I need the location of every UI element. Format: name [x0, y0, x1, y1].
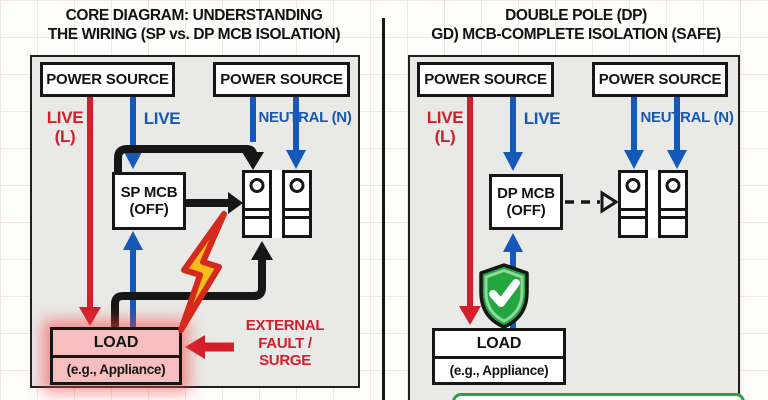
- left-neutral-label: NEUTRAL (N): [258, 109, 352, 126]
- breaker-dial-icon: [665, 178, 681, 193]
- breaker-dial-icon: [249, 178, 265, 193]
- left-panel-title-line2: THE WIRING (SP vs. DP MCB ISOLATION): [47, 25, 341, 43]
- left-power-source-2-label: POWER SOURCE: [220, 71, 343, 88]
- left-din-mcb-pair-icon: [242, 170, 312, 238]
- breaker-dial-icon: [289, 178, 305, 193]
- right-load-subtitle: (e.g., Appliance): [449, 363, 549, 378]
- right-panel-title-line1: DOUBLE POLE (DP): [505, 7, 647, 24]
- left-panel-title: CORE DIAGRAM: UNDERSTANDING THE WIRING (…: [16, 7, 372, 45]
- left-sp-mcb-name: SP MCB: [120, 183, 178, 201]
- breaker-module: [282, 170, 312, 238]
- right-live-feed-label: LIVE: [523, 109, 561, 128]
- left-power-source-1: POWER SOURCE: [40, 62, 175, 97]
- right-power-source-2: POWER SOURCE: [592, 62, 728, 97]
- right-dp-mcb-name: DP MCB: [497, 184, 555, 202]
- left-load-box: LOAD (e.g., Appliance): [50, 327, 182, 385]
- lightning-bolt-icon: [178, 211, 227, 333]
- left-panel-title-line1: CORE DIAGRAM: UNDERSTANDING: [65, 7, 323, 24]
- left-sp-mcb-state: (OFF): [129, 201, 169, 218]
- right-din-mcb-pair-icon: [618, 170, 688, 238]
- right-dp-mcb-box: DP MCB (OFF): [489, 174, 563, 230]
- left-power-source-1-label: POWER SOURCE: [46, 71, 169, 88]
- breaker-module: [242, 170, 272, 238]
- right-panel-title-line2: GD) MCB-COMPLETE ISOLATION (SAFE): [431, 25, 721, 43]
- breaker-module: [658, 170, 688, 238]
- shield-check-icon: [479, 263, 529, 329]
- panel-divider-line: [382, 18, 385, 400]
- right-safe-note-box: [452, 393, 745, 400]
- right-load-box: LOAD (e.g., Appliance): [432, 328, 566, 385]
- breaker-module: [618, 170, 648, 238]
- breaker-dial-icon: [625, 178, 641, 193]
- right-power-source-1: POWER SOURCE: [417, 62, 554, 97]
- right-panel-title: DOUBLE POLE (DP) GD) MCB-COMPLETE ISOLAT…: [398, 7, 754, 45]
- left-load-subtitle: (e.g., Appliance): [66, 362, 166, 377]
- left-fault-label: EXTERNAL FAULT / SURGE: [245, 317, 325, 370]
- right-power-source-1-label: POWER SOURCE: [424, 71, 547, 88]
- left-power-source-2: POWER SOURCE: [213, 62, 350, 97]
- left-live-feed-label: LIVE: [143, 109, 181, 128]
- right-neutral-label: NEUTRAL (N): [640, 109, 734, 126]
- right-dp-mcb-state: (OFF): [506, 202, 546, 219]
- left-load-title: LOAD: [53, 330, 179, 358]
- right-load-title: LOAD: [435, 331, 563, 359]
- left-live-l-label: LIVE (L): [46, 108, 84, 147]
- right-live-l-label: LIVE (L): [426, 108, 464, 147]
- right-power-source-2-label: POWER SOURCE: [598, 71, 722, 88]
